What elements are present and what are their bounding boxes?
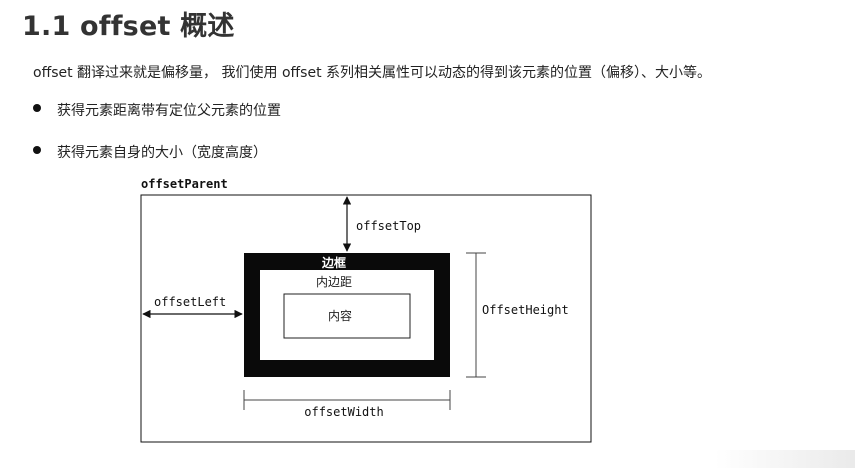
bullet-dot-icon xyxy=(33,104,41,112)
offset-height-label: OffsetHeight xyxy=(482,303,569,317)
offset-top-label: offsetTop xyxy=(356,219,421,233)
bullet-dot-icon xyxy=(33,146,41,154)
offset-width-label: offsetWidth xyxy=(304,405,383,419)
bullet-text: 获得元素距离带有定位父元素的位置 xyxy=(57,103,281,119)
offset-left-label: offsetLeft xyxy=(154,295,226,309)
border-label: 边框 xyxy=(321,255,346,270)
padding-label: 内边距 xyxy=(316,275,352,289)
content-label: 内容 xyxy=(328,308,352,323)
bullet-text: 获得元素自身的大小（宽度高度） xyxy=(57,145,267,161)
corner-fade xyxy=(715,450,855,468)
offset-parent-box xyxy=(140,194,592,443)
section-title: 1.1 offset 概述 xyxy=(22,11,235,42)
offset-parent-label: offsetParent xyxy=(141,177,228,191)
element-content-box xyxy=(283,293,411,339)
intro-paragraph: offset 翻译过来就是偏移量， 我们使用 offset 系列相关属性可以动态… xyxy=(33,65,712,81)
